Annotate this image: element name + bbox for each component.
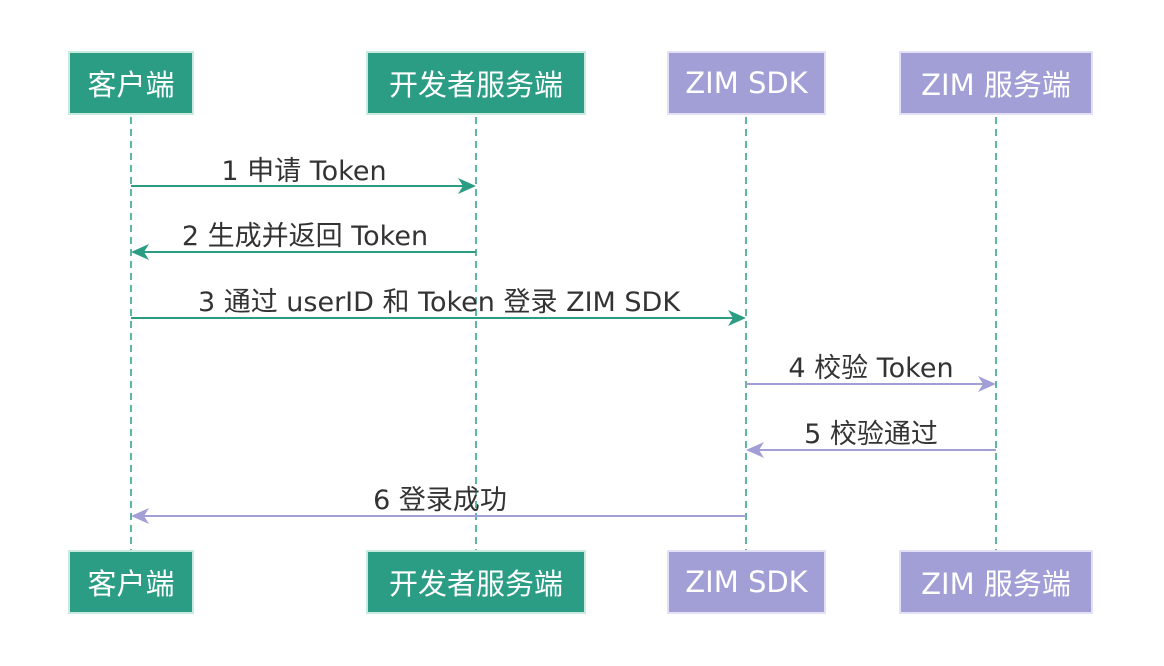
message-arrow-6 [131,508,746,524]
message-arrow-4 [746,376,996,392]
message-label-4: 4 校验 Token [788,353,954,384]
message-arrow-5 [746,442,996,458]
participant-bottom-zim-server: ZIM 服务端 [899,550,1093,614]
participant-bottom-zim-sdk: ZIM SDK [667,550,826,614]
message-arrow-3 [131,310,746,326]
message-label-3: 3 通过 userID 和 Token 登录 ZIM SDK [197,287,681,318]
message-label-6: 6 登录成功 [373,485,507,516]
message-arrow-1 [131,178,476,194]
participant-bottom-dev-server: 开发者服务端 [366,550,586,614]
participant-top-zim-server: ZIM 服务端 [899,51,1093,115]
message-label-5: 5 校验通过 [804,419,938,450]
participant-bottom-client: 客户端 [68,550,194,614]
participant-top-client: 客户端 [68,51,194,115]
participant-top-dev-server: 开发者服务端 [366,51,586,115]
message-label-1: 1 申请 Token [221,156,387,187]
message-arrow-2 [131,244,476,260]
message-label-2: 2 生成并返回 Token [181,221,429,252]
participant-top-zim-sdk: ZIM SDK [667,51,826,115]
